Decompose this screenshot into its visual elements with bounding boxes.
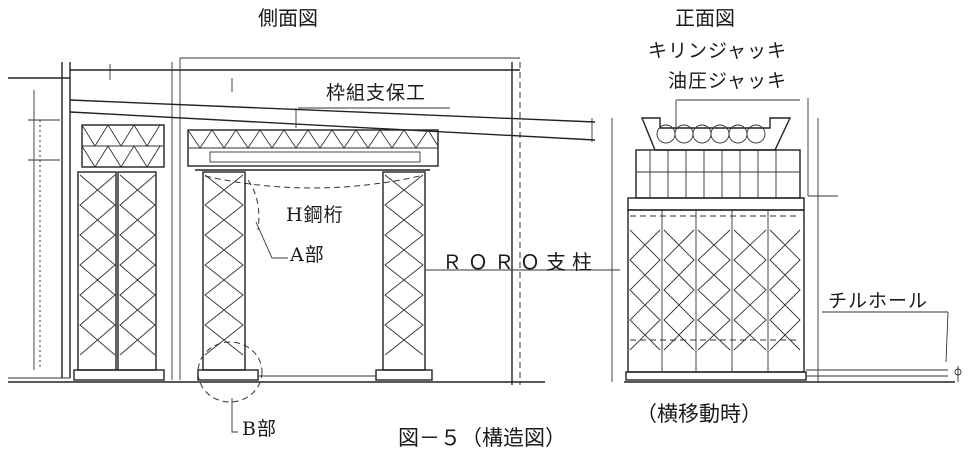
h-steel-girder [195,169,430,189]
label-roro-column: ＲＯＲＯ支柱 [442,250,598,274]
front-leaders [675,98,949,363]
label-tilt-hole: チルホール [828,290,929,312]
front-view-drawing [611,117,962,383]
frame-shoring-center [187,129,439,167]
front-view-title: 正面図 [675,6,735,30]
roro-column-right [375,171,433,381]
part-a-marker [247,179,260,231]
label-kirin-jack: キリンジャッキ [648,40,788,62]
side-view-drawing [8,57,596,403]
kirin-jack-cradle [640,117,792,151]
label-part-a: A部 [290,244,325,266]
part-b-marker [197,341,263,403]
front-subcaption: （横移動時） [636,402,762,426]
front-base [624,366,962,383]
left-building-wall [8,62,71,379]
sloped-girder [69,99,596,142]
label-frame-shoring: 枠組支保工 [326,82,427,104]
front-roro-columns [627,209,805,373]
roro-column-left [197,171,259,381]
front-shoring [627,149,805,211]
label-h-steel-girder: H鋼桁 [286,204,344,226]
roro-column-left-outer [73,171,165,381]
frame-shoring-left [81,124,165,168]
upper-slab [70,57,521,385]
side-view-title: 側面図 [258,6,318,30]
figure-caption: 図－５（構造図） [398,426,566,450]
side-leaders [231,107,620,433]
label-part-b: B部 [242,418,277,440]
label-hydraulic-jack: 油圧ジャッキ [668,70,788,92]
